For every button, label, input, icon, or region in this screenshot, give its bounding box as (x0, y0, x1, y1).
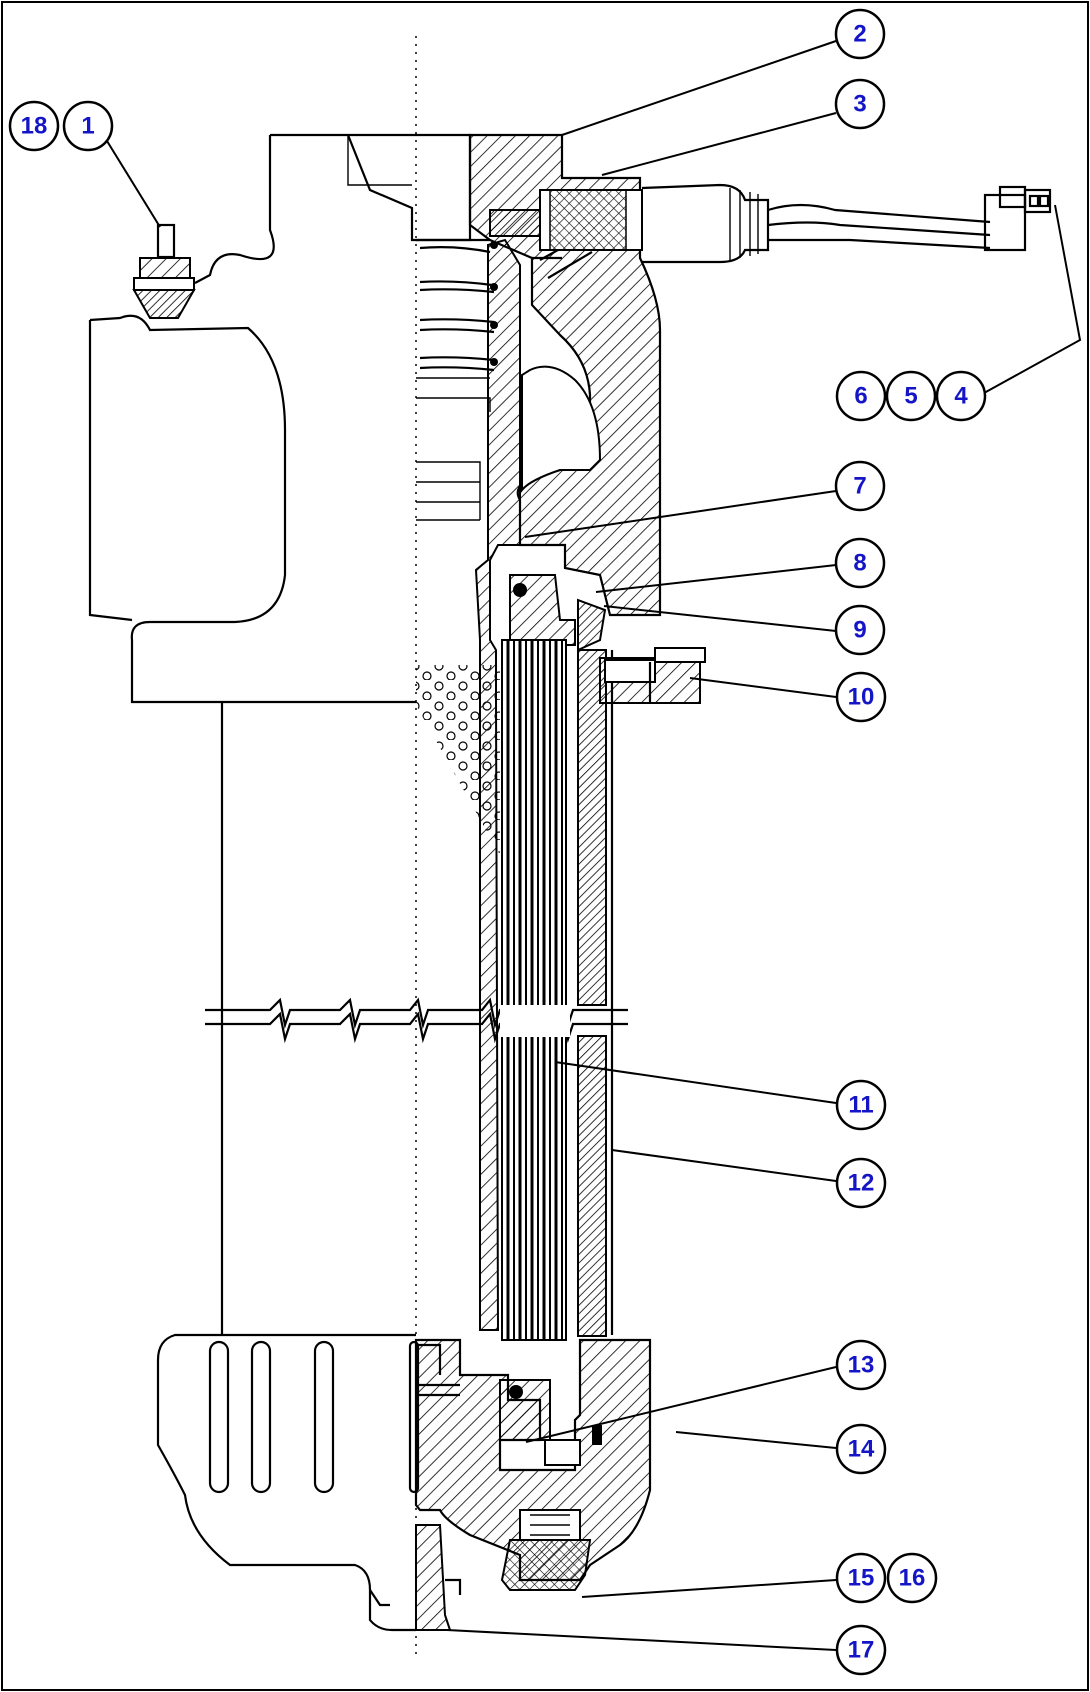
svg-text:10: 10 (848, 684, 875, 711)
callout-18: 18 (8, 100, 60, 152)
pressure-switch (489, 183, 1052, 264)
callout-1: 1 (62, 100, 114, 152)
callout-4: 4 (935, 370, 987, 422)
svg-text:18: 18 (21, 113, 48, 140)
callout-10: 10 (835, 671, 887, 723)
svg-text:5: 5 (904, 383, 917, 410)
svg-text:7: 7 (853, 473, 866, 500)
callout-7: 7 (834, 460, 886, 512)
callout-15: 15 (835, 1552, 887, 1604)
bleed-plug (132, 223, 196, 319)
svg-text:9: 9 (853, 617, 866, 644)
callout-14: 14 (835, 1423, 887, 1475)
svg-text:11: 11 (848, 1092, 873, 1119)
svg-text:3: 3 (853, 91, 866, 118)
callout-17: 17 (835, 1624, 887, 1676)
callout-13: 13 (835, 1339, 887, 1391)
callout-3: 3 (834, 78, 886, 130)
svg-text:17: 17 (848, 1637, 875, 1664)
bowl-bottom-section (414, 1338, 652, 1631)
drain-port (599, 647, 706, 704)
callout-5: 5 (885, 370, 937, 422)
callout-2: 2 (834, 8, 886, 60)
svg-text:8: 8 (853, 550, 866, 577)
svg-text:2: 2 (853, 21, 866, 48)
svg-text:13: 13 (848, 1352, 875, 1379)
svg-text:16: 16 (899, 1565, 926, 1592)
callout-12: 12 (835, 1157, 887, 1209)
svg-text:12: 12 (848, 1170, 875, 1197)
filter-element (500, 574, 614, 1341)
svg-text:6: 6 (854, 383, 867, 410)
callout-6: 6 (835, 370, 887, 422)
filter-head-section (416, 133, 662, 1331)
svg-text:14: 14 (848, 1436, 875, 1463)
callout-8: 8 (834, 537, 886, 589)
svg-text:15: 15 (848, 1565, 875, 1592)
svg-text:4: 4 (954, 383, 968, 410)
leader-lines (106, 40, 1082, 1651)
callout-11: 11 (835, 1079, 887, 1131)
svg-text:1: 1 (81, 113, 94, 140)
housing-exterior (88, 133, 628, 1632)
fluid-region (416, 665, 500, 855)
callout-16: 16 (886, 1552, 938, 1604)
callout-9: 9 (834, 604, 886, 656)
